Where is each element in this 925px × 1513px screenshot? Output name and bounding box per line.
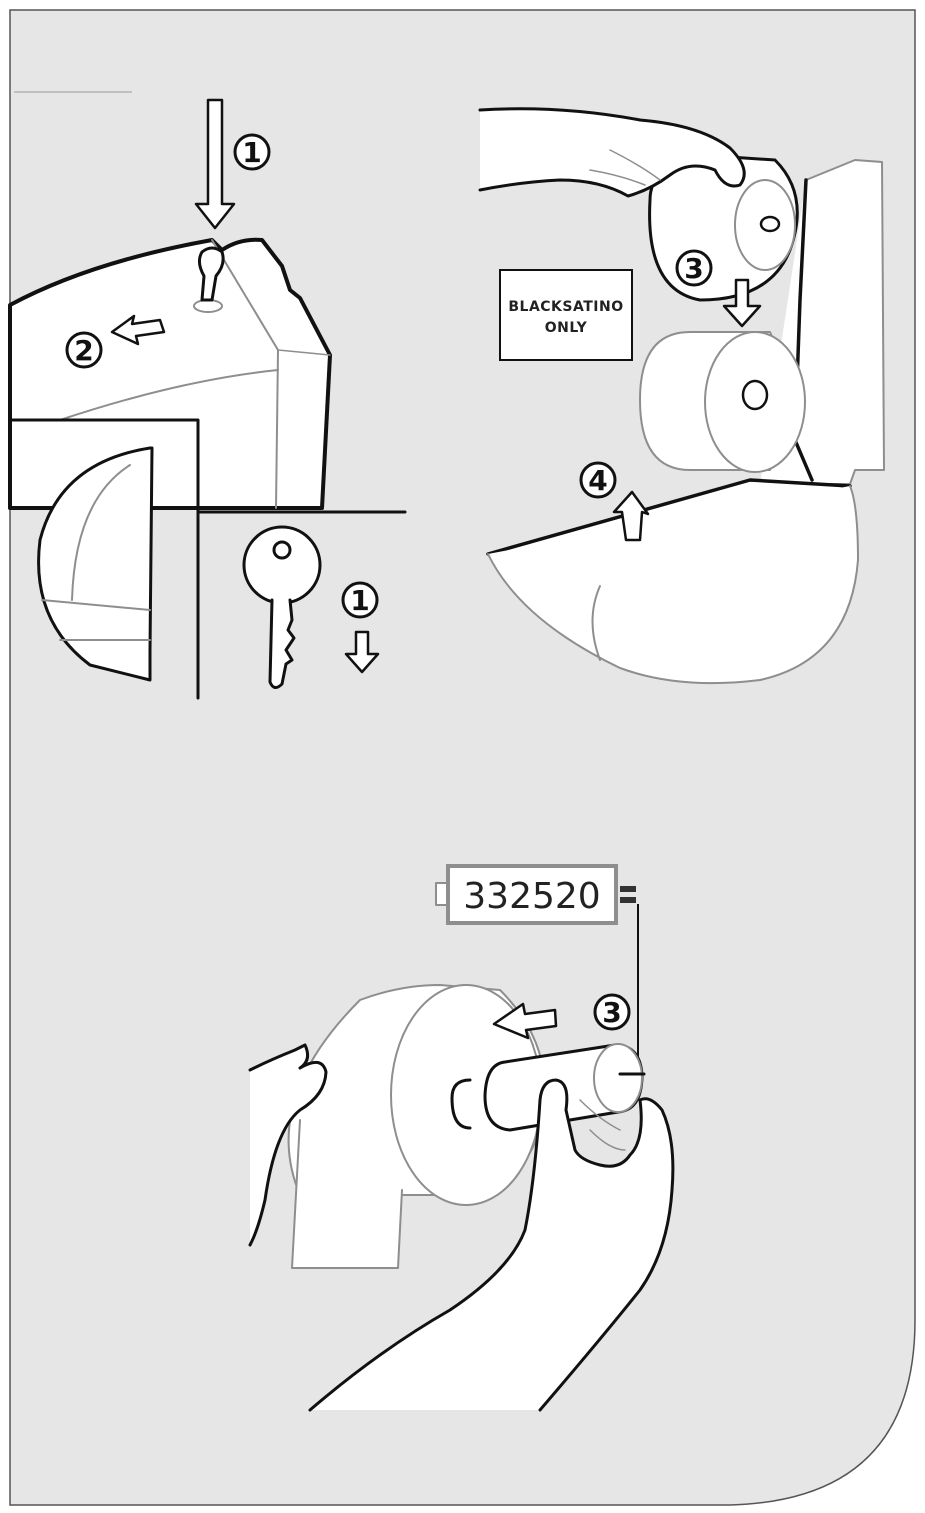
lock-cylinder bbox=[194, 300, 222, 312]
step-marker-1-top: 1 bbox=[235, 135, 269, 169]
svg-text:3: 3 bbox=[602, 996, 621, 1029]
lower-paper-roll bbox=[640, 332, 805, 472]
svg-text:ONLY: ONLY bbox=[545, 320, 588, 336]
svg-text:332520: 332520 bbox=[463, 876, 600, 917]
step-marker-2: 2 bbox=[67, 333, 101, 367]
svg-text:1: 1 bbox=[350, 584, 369, 617]
svg-text:BLACKSATINO: BLACKSATINO bbox=[508, 299, 623, 315]
step-marker-3-spindle: 3 bbox=[595, 995, 629, 1029]
step-marker-3-dispenser: 3 bbox=[677, 251, 711, 285]
svg-text:4: 4 bbox=[588, 464, 607, 497]
part-number-tag: 332520 bbox=[436, 866, 636, 923]
step-marker-1-key: 1 bbox=[343, 583, 377, 617]
svg-text:1: 1 bbox=[242, 136, 261, 169]
step-marker-4: 4 bbox=[581, 463, 615, 497]
blacksatino-label: BLACKSATINO ONLY bbox=[500, 270, 632, 360]
svg-text:3: 3 bbox=[684, 252, 703, 285]
svg-text:2: 2 bbox=[74, 334, 93, 367]
